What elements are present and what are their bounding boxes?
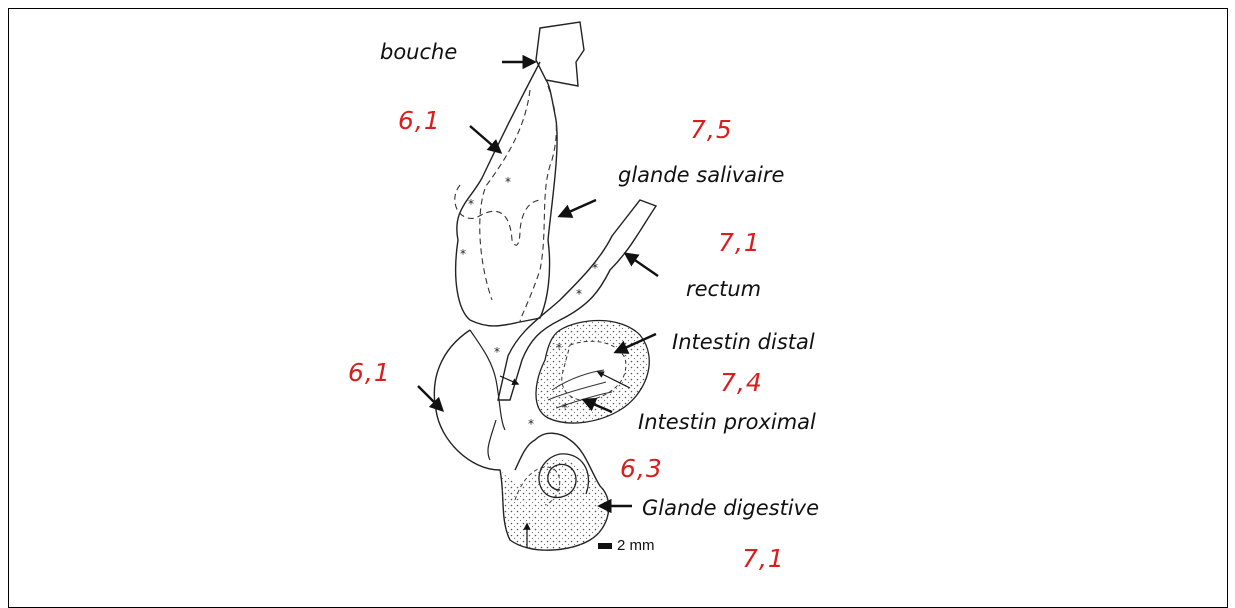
svg-text:*: * xyxy=(460,247,466,261)
mouth-outline xyxy=(536,22,584,86)
label-glande-salivaire: glande salivaire xyxy=(618,163,784,187)
label-rectum: rectum xyxy=(686,277,761,301)
ph-rectum: 7,1 xyxy=(718,228,761,257)
svg-text:*: * xyxy=(576,287,582,301)
scale-bar xyxy=(598,543,612,549)
arrow-rectum xyxy=(626,254,658,276)
ph-digestive: 7,1 xyxy=(742,544,785,573)
svg-text:*: * xyxy=(562,401,568,415)
arrow-stomach xyxy=(418,386,442,410)
svg-text:*: * xyxy=(468,197,474,211)
ph-distal: 7,4 xyxy=(720,368,763,397)
crop-lobe-dash xyxy=(455,185,542,245)
svg-text:*: * xyxy=(505,175,511,189)
pointer-arrows xyxy=(418,62,658,506)
svg-text:*: * xyxy=(556,341,562,355)
scale-bar-label: 2 mm xyxy=(617,537,655,554)
crop-inner-dash xyxy=(480,90,530,300)
ph-proximal: 6,3 xyxy=(620,454,663,483)
label-intestin-distal: Intestin distal xyxy=(672,330,815,354)
svg-text:*: * xyxy=(592,261,598,275)
label-bouche: bouche xyxy=(380,40,457,64)
ph-salivary: 7,5 xyxy=(690,115,733,144)
digestive-tract-drawing: * * * * * * * * * xyxy=(0,0,1235,589)
svg-text:*: * xyxy=(494,345,500,359)
salivary-gland-outline xyxy=(520,86,556,322)
ph-oesophagus: 6,1 xyxy=(398,106,441,135)
oesophagus-outline xyxy=(456,62,557,326)
ph-stomach: 6,1 xyxy=(348,358,391,387)
label-glande-digestive: Glande digestive xyxy=(642,496,819,520)
label-intestin-proximal: Intestin proximal xyxy=(638,410,816,434)
arrow-oesophagus xyxy=(470,126,500,152)
svg-text:*: * xyxy=(528,417,534,431)
arrow-glande-salivaire xyxy=(560,200,596,216)
